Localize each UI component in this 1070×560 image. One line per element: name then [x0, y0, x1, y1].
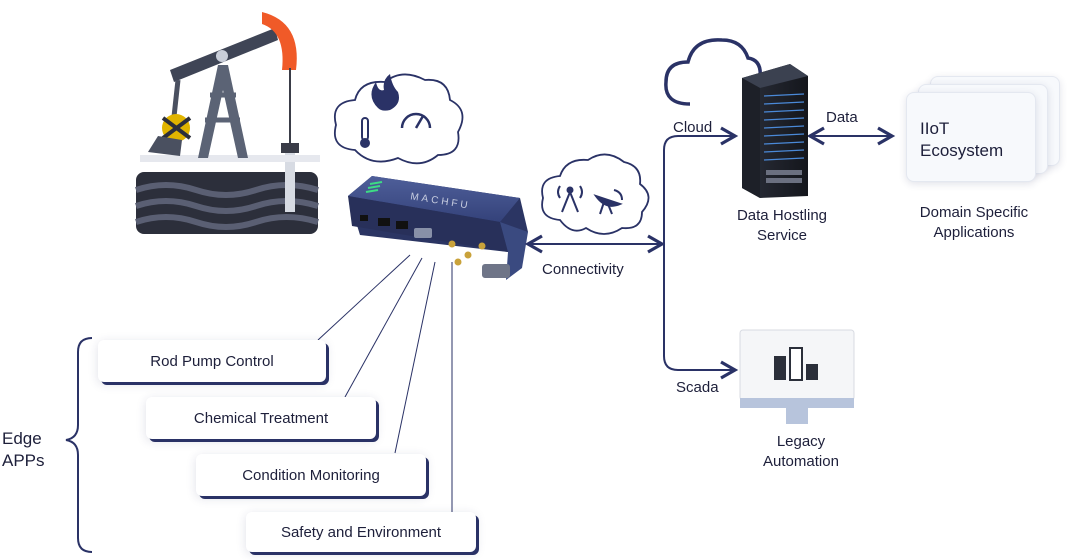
app-connector-lines	[317, 254, 453, 512]
app-rod-pump-control[interactable]: Rod Pump Control	[98, 340, 326, 382]
data-label: Data	[826, 109, 858, 126]
gauge-icon	[400, 112, 432, 129]
iiot-card-front	[906, 92, 1036, 182]
oil-pump-icon	[135, 12, 320, 234]
thermometer-icon	[360, 117, 370, 148]
app-chemical-treatment[interactable]: Chemical Treatment	[146, 397, 376, 439]
sensor-cloud-icon	[334, 73, 464, 165]
device-ports	[360, 215, 432, 238]
flame-icon	[371, 74, 399, 111]
cloud-icon	[664, 38, 762, 106]
app-safety-environment[interactable]: Safety and Environment	[246, 512, 476, 552]
antenna-connectors	[448, 240, 486, 266]
edge-device	[348, 176, 528, 280]
connectivity-arrows	[524, 126, 896, 380]
app-condition-monitoring[interactable]: Condition Monitoring	[196, 454, 426, 496]
monitor-icon	[739, 329, 855, 424]
edge-apps-brace	[65, 337, 93, 553]
antenna-icon	[557, 185, 583, 213]
scada-label: Scada	[676, 379, 719, 396]
server-rack-icon	[742, 64, 808, 198]
cloud-label: Cloud	[673, 119, 713, 136]
connectivity-label: Connectivity	[542, 261, 624, 278]
connectivity-cloud-icon	[541, 153, 650, 235]
satellite-dish-icon	[593, 189, 623, 215]
